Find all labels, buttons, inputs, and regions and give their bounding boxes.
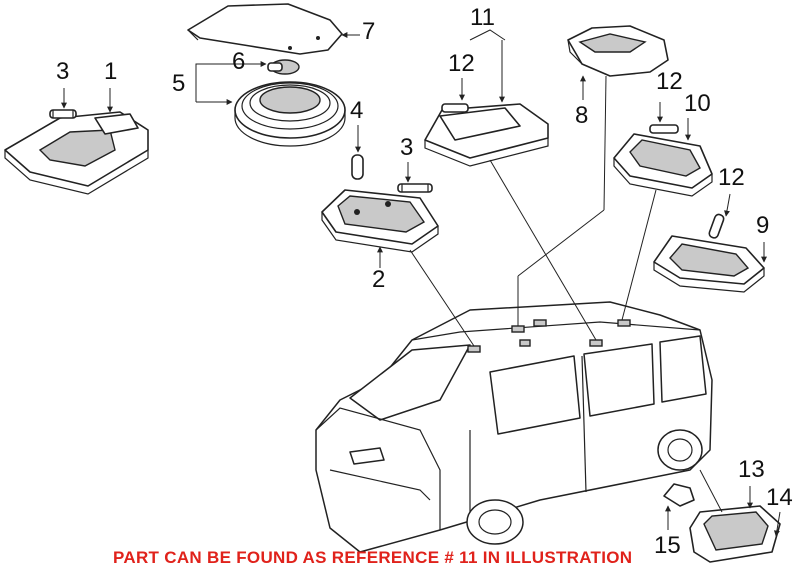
part-12-bulb-vertical [708, 213, 725, 239]
part-2-lamp-assembly [321, 189, 439, 253]
part-11-lamp-assembly [424, 103, 549, 167]
part-3-bulb-middle [397, 183, 433, 193]
callout-13: 13 [738, 456, 765, 483]
part-10-lamp [613, 133, 713, 197]
callout-12-right: 12 [656, 68, 683, 95]
part-12-bulb-right [649, 124, 679, 134]
callout-5: 5 [172, 70, 186, 97]
callout-3-middle: 3 [400, 134, 414, 161]
callout-11: 11 [470, 4, 495, 31]
part-4-bulb [351, 154, 364, 180]
part-6-bulb [267, 59, 300, 75]
callout-1: 1 [104, 58, 118, 85]
part-8-bracket [567, 25, 669, 77]
callout-14: 14 [766, 484, 793, 511]
callout-9: 9 [756, 212, 770, 239]
leader-lines [61, 29, 781, 537]
part-7-cover-plate [187, 3, 343, 55]
callout-12-top: 12 [448, 50, 475, 77]
part-15-clip [663, 483, 695, 507]
part-13-rear-lamp [689, 505, 781, 563]
part-3-bulb-left [49, 109, 77, 119]
part-1-dome-light-housing [4, 111, 149, 195]
part-5-lens [234, 81, 346, 147]
callout-2: 2 [372, 266, 386, 293]
callout-8: 8 [575, 102, 589, 129]
callout-4: 4 [350, 97, 364, 124]
callout-10: 10 [684, 90, 711, 117]
callout-15: 15 [654, 532, 681, 559]
part-12-bulb-top [441, 103, 469, 113]
callout-3-left: 3 [56, 58, 70, 85]
van-illustration [315, 301, 713, 553]
callout-6: 6 [232, 48, 246, 75]
callout-7: 7 [362, 18, 376, 45]
part-9-lamp [653, 235, 765, 293]
reference-note: PART CAN BE FOUND AS REFERENCE # 11 IN I… [113, 548, 633, 567]
callout-12-lower: 12 [718, 164, 745, 191]
